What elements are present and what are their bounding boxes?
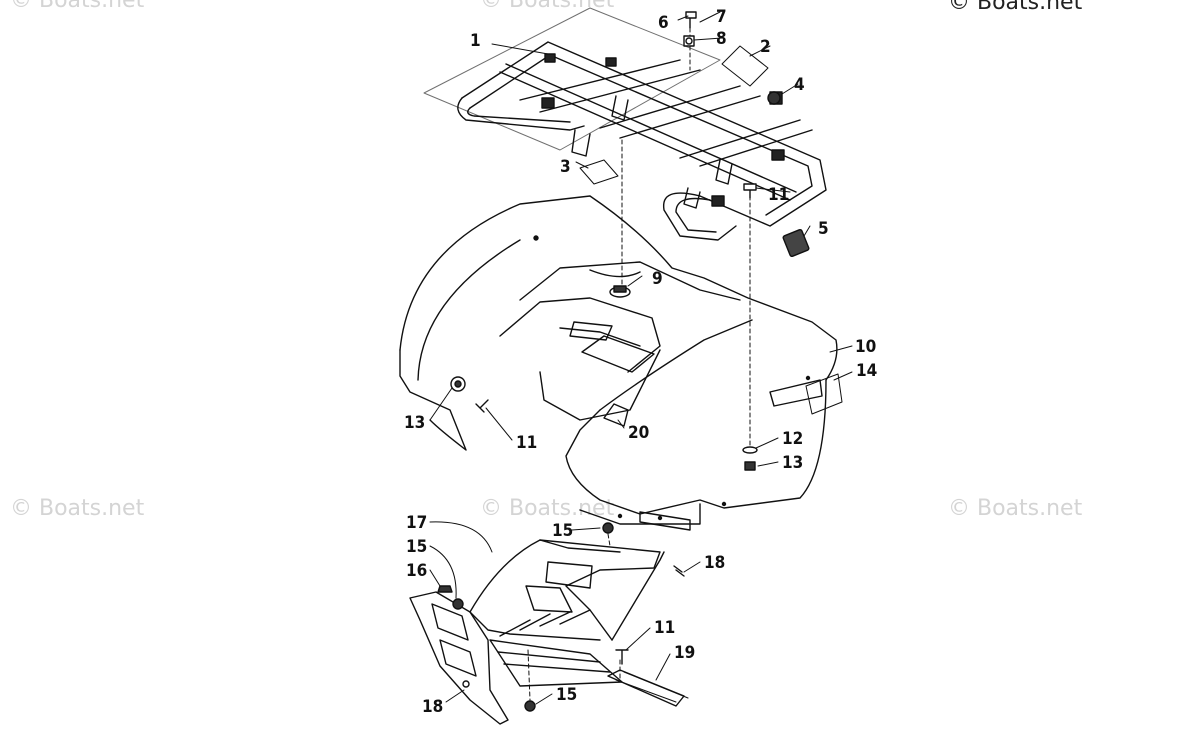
- callout-15-left: 15: [406, 537, 427, 557]
- callout-15-bottom: 15: [556, 685, 577, 705]
- alignment-lines: [527, 27, 751, 701]
- callout-18-left: 18: [422, 697, 443, 717]
- rear-rack: [423, 7, 827, 241]
- watermark: © Boats.net: [480, 0, 615, 13]
- footwell: [409, 539, 665, 725]
- callout-4: 4: [794, 75, 805, 95]
- callout-11-footwell: 11: [654, 618, 675, 638]
- callout-14: 14: [856, 361, 877, 381]
- callout-15-top: 15: [552, 521, 573, 541]
- callout-11-fender: 11: [516, 433, 537, 453]
- watermark-corner: © Boats.net: [948, 0, 1083, 15]
- callout-7: 7: [716, 7, 727, 27]
- callout-18-right: 18: [704, 553, 725, 573]
- callout-9: 9: [652, 269, 663, 289]
- callout-2: 2: [760, 37, 771, 57]
- leader-lines: [429, 11, 853, 705]
- callout-13-left: 13: [404, 413, 425, 433]
- callout-17: 17: [406, 513, 427, 533]
- watermark: © Boats.net: [10, 0, 145, 13]
- decal-2: [721, 45, 769, 87]
- callout-12: 12: [782, 429, 803, 449]
- callout-11-rack: 11: [768, 185, 789, 205]
- callout-8: 8: [716, 29, 727, 49]
- callout-13-right: 13: [782, 453, 803, 473]
- decal-3: [579, 159, 619, 185]
- callout-labels: 1 2 3 4 5 6 7 8 9 10 11 11 11 12 13 13 1…: [404, 7, 877, 717]
- callout-10: 10: [855, 337, 876, 357]
- watermark: © Boats.net: [948, 496, 1083, 521]
- callout-1: 1: [470, 31, 481, 51]
- callout-19: 19: [674, 643, 695, 663]
- watermark: © Boats.net: [10, 496, 145, 521]
- callout-16: 16: [406, 561, 427, 581]
- rear-fender: [399, 195, 838, 531]
- watermark: © Boats.net: [480, 496, 615, 521]
- callout-3: 3: [560, 157, 571, 177]
- callout-6: 6: [658, 13, 669, 33]
- callout-5: 5: [818, 219, 829, 239]
- callout-20: 20: [628, 423, 649, 443]
